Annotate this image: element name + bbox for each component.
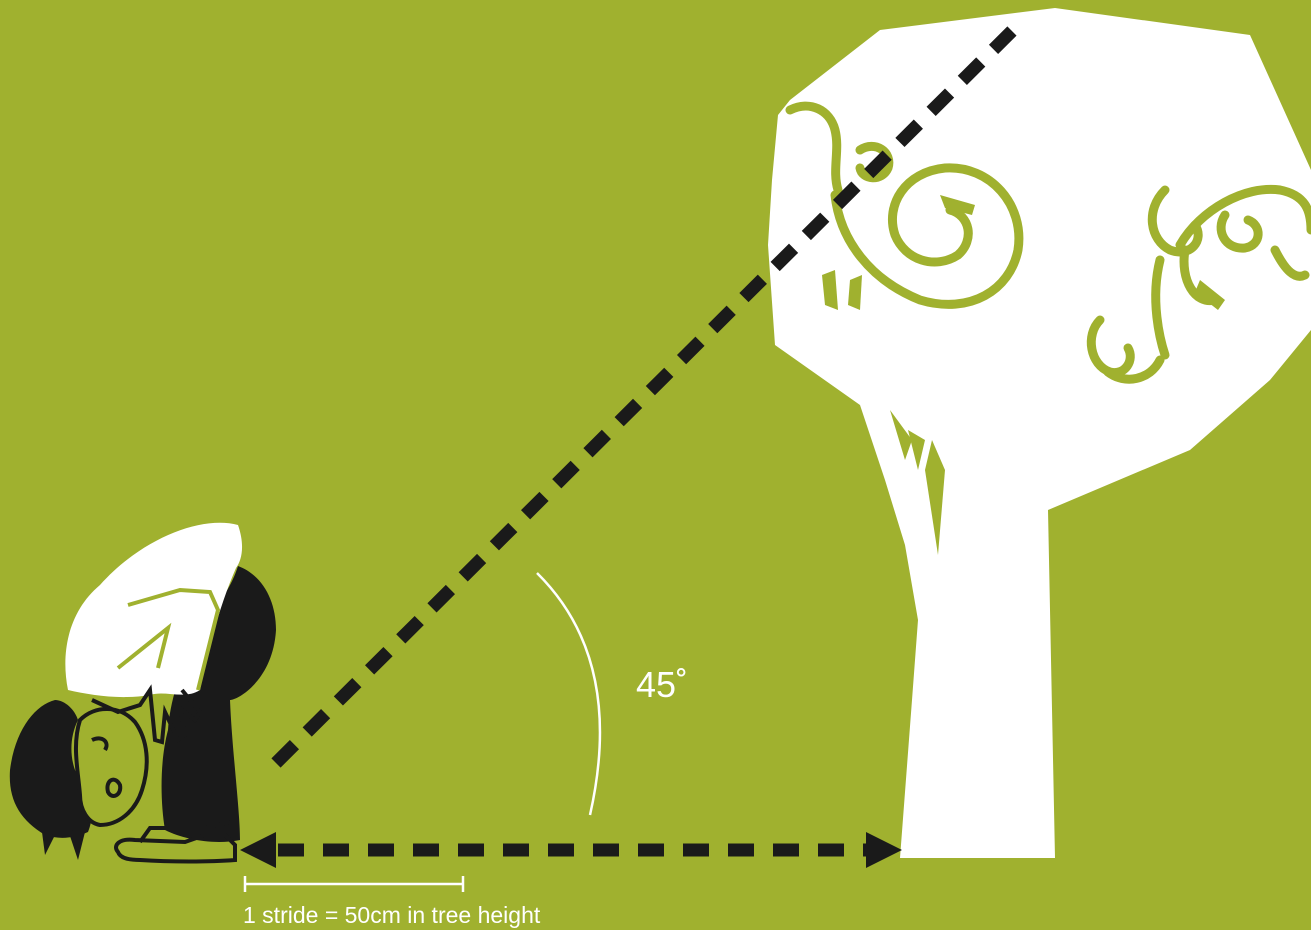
angle-label: 45˚ — [636, 664, 688, 705]
swirl-decoration — [848, 275, 862, 310]
stride-caption: 1 stride = 50cm in tree height — [243, 902, 541, 928]
